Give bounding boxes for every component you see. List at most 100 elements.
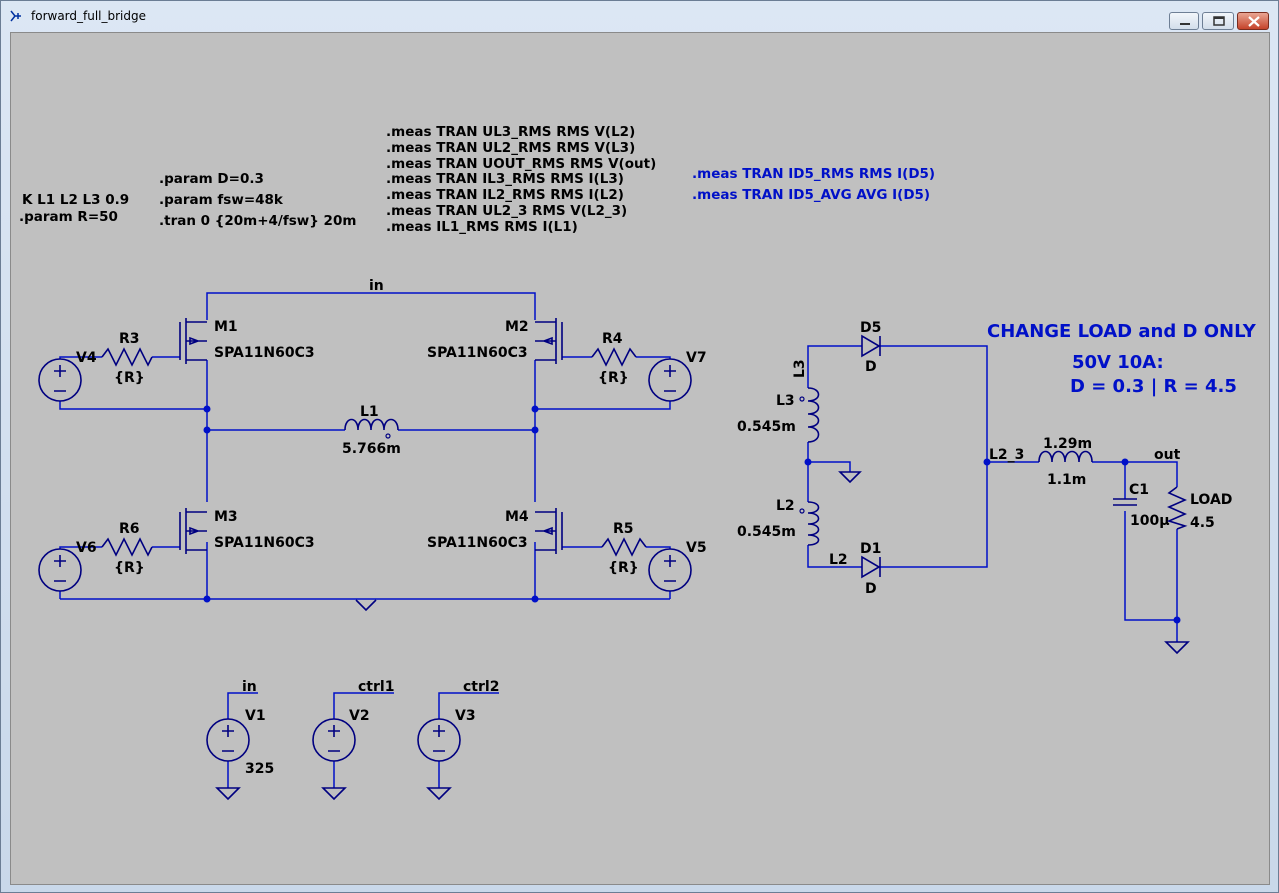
schematic-canvas[interactable]: K L1 L2 L3 0.9 .param R=50 .param D=0.3 … <box>10 32 1270 885</box>
resistor-load[interactable] <box>1166 486 1188 530</box>
directive-param-r[interactable]: .param R=50 <box>19 209 118 225</box>
l3-label[interactable]: L3 <box>776 393 795 409</box>
meas-directive[interactable]: .meas IL1_RMS RMS I(L1) <box>386 219 578 235</box>
v2-label[interactable]: V2 <box>349 708 370 724</box>
restore-icon <box>1213 16 1225 26</box>
voltage-source-v6[interactable] <box>38 548 82 592</box>
directive-tran[interactable]: .tran 0 {20m+4/fsw} 20m <box>159 213 356 229</box>
r4-label[interactable]: R4 <box>602 331 623 347</box>
directive-param-d[interactable]: .param D=0.3 <box>159 171 264 187</box>
v3-label[interactable]: V3 <box>455 708 476 724</box>
m4-label[interactable]: M4 <box>505 509 529 525</box>
lout-value[interactable]: 1.29m <box>1043 436 1092 452</box>
v1-value[interactable]: 325 <box>245 761 274 777</box>
voltage-source-v4[interactable] <box>38 358 82 402</box>
l1-label[interactable]: L1 <box>360 404 379 420</box>
meas-directive[interactable]: .meas TRAN UL2_RMS RMS V(L3) <box>386 140 635 156</box>
d5-model[interactable]: D <box>865 359 877 375</box>
schematic-drawing[interactable]: K L1 L2 L3 0.9 .param R=50 .param D=0.3 … <box>11 33 1269 884</box>
lout-value2[interactable]: 1.1m <box>1047 472 1086 488</box>
m4-model[interactable]: SPA11N60C3 <box>427 535 528 551</box>
meas-directive-d5-rms[interactable]: .meas TRAN ID5_RMS RMS I(D5) <box>692 166 935 182</box>
m3-model[interactable]: SPA11N60C3 <box>214 535 315 551</box>
r3-label[interactable]: R3 <box>119 331 140 347</box>
c1-value[interactable]: 100µ <box>1130 513 1170 529</box>
m1-label[interactable]: M1 <box>214 319 238 335</box>
c1-label[interactable]: C1 <box>1129 482 1149 498</box>
mosfet-m1[interactable] <box>179 318 207 364</box>
inductor-output[interactable] <box>1038 450 1093 463</box>
load-value[interactable]: 4.5 <box>1190 515 1215 531</box>
meas-directive[interactable]: .meas TRAN UL3_RMS RMS V(L2) <box>386 124 635 140</box>
meas-directive-d5-avg[interactable]: .meas TRAN ID5_AVG AVG I(D5) <box>692 187 930 203</box>
v6-label[interactable]: V6 <box>76 540 97 556</box>
junction <box>983 458 991 466</box>
m1-model[interactable]: SPA11N60C3 <box>214 345 315 361</box>
resistor-r6[interactable] <box>101 537 153 557</box>
r4-value[interactable]: {R} <box>598 370 629 386</box>
net-label-l2-3[interactable]: L2_3 <box>989 447 1024 463</box>
l1-value[interactable]: 5.766m <box>342 441 401 457</box>
voltage-source-v2[interactable] <box>312 718 356 762</box>
junction <box>203 405 211 413</box>
note-values[interactable]: D = 0.3 | R = 4.5 <box>1070 376 1237 397</box>
inductor-l2[interactable] <box>799 501 820 546</box>
meas-directive[interactable]: .meas TRAN UOUT_RMS RMS V(out) <box>386 156 656 172</box>
meas-directive[interactable]: .meas TRAN IL2_RMS RMS I(L2) <box>386 187 624 203</box>
r6-value[interactable]: {R} <box>114 560 145 576</box>
inductor-l1[interactable] <box>344 418 399 439</box>
net-label-l3[interactable]: L3 <box>792 359 808 378</box>
l2-value[interactable]: 0.545m <box>737 524 796 540</box>
meas-directive[interactable]: .meas TRAN IL3_RMS RMS I(L3) <box>386 171 624 187</box>
r5-value[interactable]: {R} <box>608 560 639 576</box>
voltage-source-v5[interactable] <box>648 548 692 592</box>
mosfet-m2[interactable] <box>535 318 563 364</box>
r3-value[interactable]: {R} <box>114 370 145 386</box>
net-label-ctrl2[interactable]: ctrl2 <box>463 679 499 695</box>
directive-param-fsw[interactable]: .param fsw=48k <box>159 192 284 208</box>
note-change-load[interactable]: CHANGE LOAD and D ONLY <box>987 321 1257 342</box>
directive-coupling[interactable]: K L1 L2 L3 0.9 <box>22 192 129 208</box>
v1-label[interactable]: V1 <box>245 708 266 724</box>
l2-label[interactable]: L2 <box>776 498 795 514</box>
v7-label[interactable]: V7 <box>686 350 707 366</box>
voltage-source-v7[interactable] <box>648 358 692 402</box>
title-bar[interactable]: forward_full_bridge <box>1 1 1278 31</box>
diode-d5[interactable] <box>861 334 881 358</box>
m3-label[interactable]: M3 <box>214 509 238 525</box>
net-label-ctrl1[interactable]: ctrl1 <box>358 679 394 695</box>
meas-directive[interactable]: .meas TRAN UL2_3 RMS V(L2_3) <box>386 203 627 219</box>
capacitor-c1[interactable] <box>1113 498 1137 506</box>
r6-label[interactable]: R6 <box>119 521 140 537</box>
inductor-l3[interactable] <box>799 387 820 443</box>
resistor-r3[interactable] <box>101 347 153 367</box>
v5-label[interactable]: V5 <box>686 540 707 556</box>
d5-label[interactable]: D5 <box>860 320 881 336</box>
l3-value[interactable]: 0.545m <box>737 419 796 435</box>
close-button[interactable] <box>1237 12 1269 30</box>
mosfet-m4[interactable] <box>535 508 563 554</box>
d1-label[interactable]: D1 <box>860 541 881 557</box>
resistor-r4[interactable] <box>591 347 637 367</box>
minimize-button[interactable] <box>1169 12 1199 30</box>
v4-label[interactable]: V4 <box>76 350 97 366</box>
m2-label[interactable]: M2 <box>505 319 529 335</box>
mosfet-m3[interactable] <box>179 508 207 554</box>
load-label[interactable]: LOAD <box>1190 492 1232 508</box>
net-label-l2[interactable]: L2 <box>829 552 848 568</box>
voltage-source-v1[interactable] <box>206 718 250 762</box>
junction <box>1173 616 1181 624</box>
note-spec[interactable]: 50V 10A: <box>1072 352 1164 373</box>
net-label-out[interactable]: out <box>1154 447 1181 463</box>
r5-label[interactable]: R5 <box>613 521 634 537</box>
net-label-in-source[interactable]: in <box>242 679 257 695</box>
d1-model[interactable]: D <box>865 581 877 597</box>
net-label-in[interactable]: in <box>369 278 384 294</box>
restore-button[interactable] <box>1202 12 1234 30</box>
diode-d1[interactable] <box>861 555 881 579</box>
m2-model[interactable]: SPA11N60C3 <box>427 345 528 361</box>
resistor-r5[interactable] <box>601 537 647 557</box>
voltage-source-v3[interactable] <box>417 718 461 762</box>
ground-symbol <box>321 787 347 801</box>
